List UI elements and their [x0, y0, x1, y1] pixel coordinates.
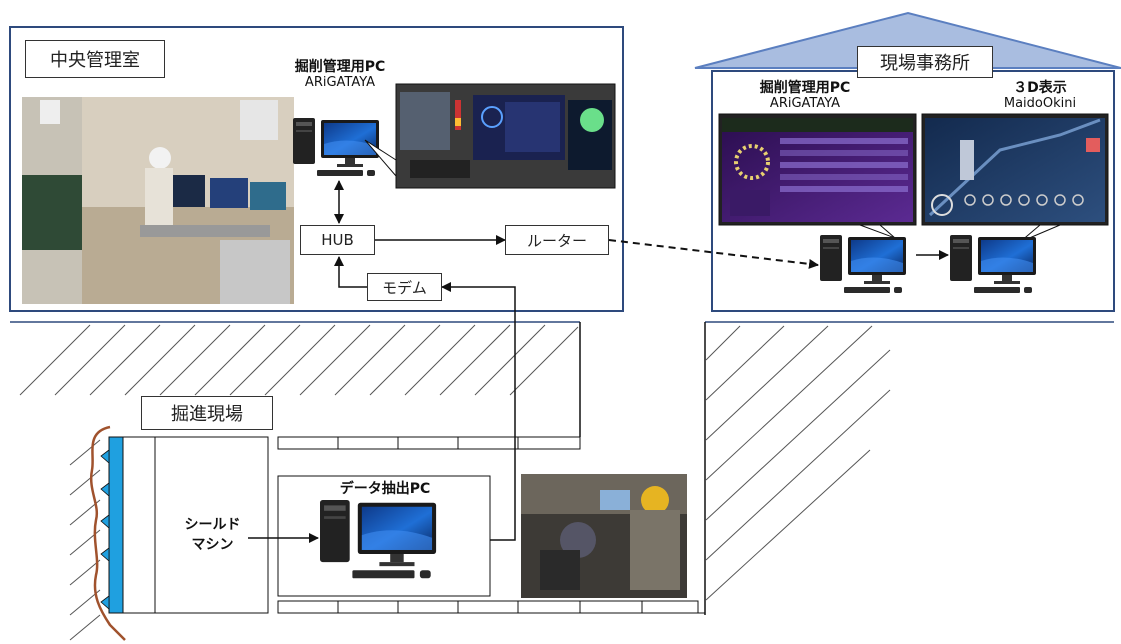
display-title: ３D表示	[1013, 80, 1067, 96]
central-pc-software: ARiGATAYA	[304, 75, 376, 90]
central-pc-icon	[293, 118, 379, 176]
maidookini-screen	[921, 113, 1109, 226]
segments-bottom	[277, 600, 699, 614]
tunnel-title: 掘進現場	[141, 396, 273, 430]
shield-cutter	[108, 436, 124, 614]
shield-machine-label: シールド マシン	[184, 517, 241, 553]
photo-control-room	[22, 97, 294, 304]
soil-boundary	[89, 425, 126, 641]
extract-pc-title: データ抽出PC	[339, 481, 431, 497]
site-office-title: 現場事務所	[857, 46, 993, 78]
photo-operator	[521, 474, 687, 598]
router-box: ルーター	[505, 225, 609, 255]
arigataya-screen	[718, 113, 917, 226]
segments-top	[277, 436, 581, 450]
photo-monitors	[395, 83, 616, 189]
ground-hatch-right	[705, 325, 891, 601]
modem-box: モデム	[367, 273, 442, 301]
central-room-title: 中央管理室	[25, 40, 165, 78]
site-pc-title: 掘削管理用PC	[759, 80, 851, 96]
ground-hatch-left	[19, 324, 579, 396]
site-pc-software: ARiGATAYA	[769, 96, 841, 111]
central-pc-title: 掘削管理用PC	[294, 59, 386, 75]
central-room-frame	[9, 26, 624, 312]
shield-machine-body	[154, 436, 269, 614]
hub-box: HUB	[300, 225, 375, 255]
display-software: MaidoOkini	[1003, 96, 1077, 111]
